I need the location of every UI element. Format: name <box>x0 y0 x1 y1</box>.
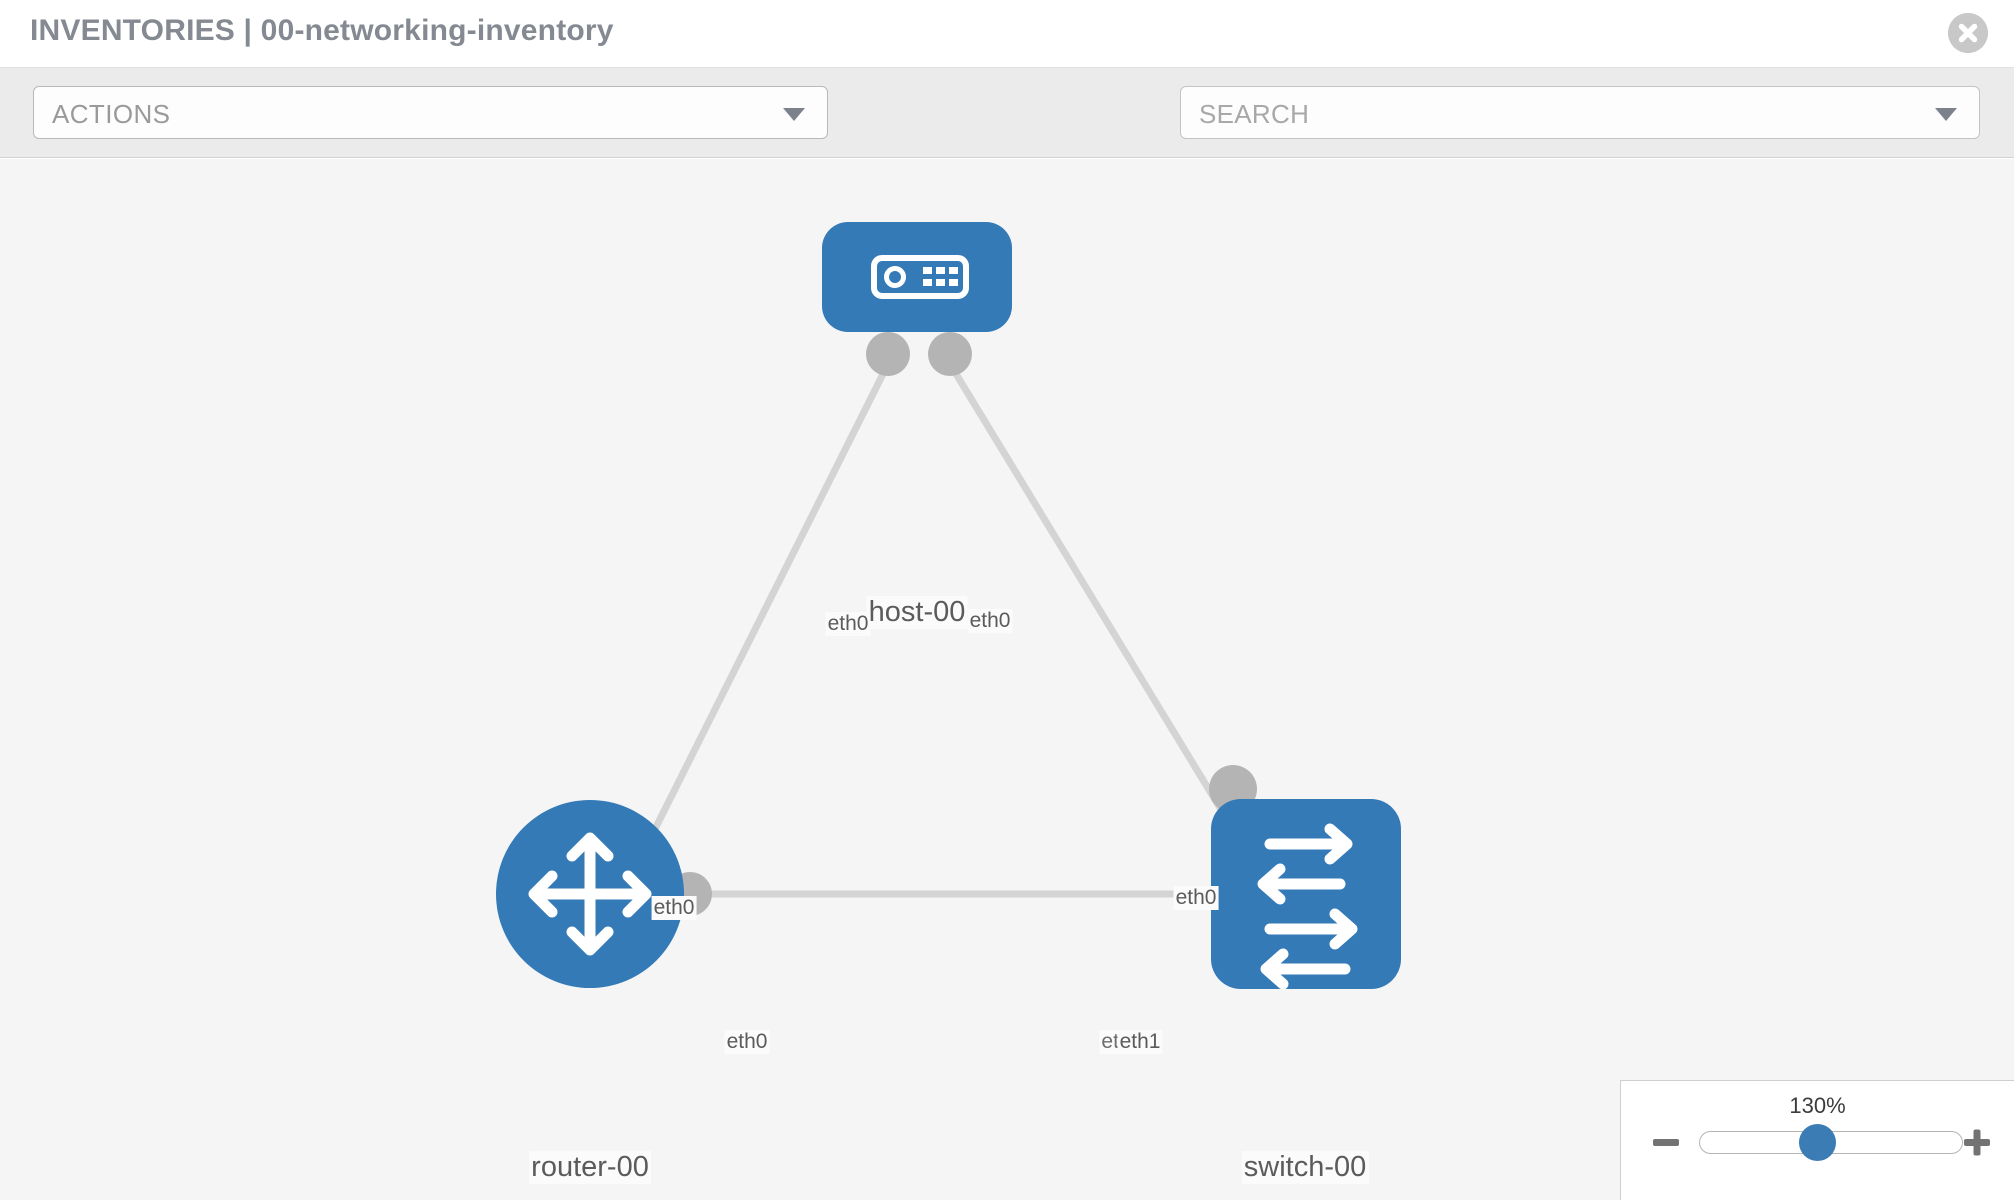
zoom-slider-thumb[interactable] <box>1799 1124 1836 1161</box>
iface-label-switch-eth0-up: eth0 <box>1173 886 1219 910</box>
plus-icon[interactable] <box>1962 1128 1992 1158</box>
iface-label-router-eth0-up: eth0 <box>651 896 697 920</box>
node-label-router-00: router-00 <box>529 1151 651 1184</box>
search-placeholder: SEARCH <box>1199 99 1310 129</box>
node-host-00[interactable] <box>822 222 1012 332</box>
link-host-router[interactable] <box>636 362 892 861</box>
node-label-host-00: host-00 <box>866 596 968 629</box>
zoom-level-value: 130% <box>1789 1093 1846 1118</box>
iface-label-switch-eth1: eth1 <box>1117 1030 1163 1054</box>
page-header: INVENTORIES | 00-networking-inventory <box>0 0 2014 68</box>
node-router-00[interactable] <box>496 800 684 988</box>
node-switch-00[interactable] <box>1211 799 1401 990</box>
node-label-switch-00: switch-00 <box>1241 1151 1369 1184</box>
iface-label-host-eth0-left: eth0 <box>825 612 871 636</box>
link-host-switch[interactable] <box>947 362 1248 851</box>
topology-graph <box>496 222 1401 990</box>
close-icon[interactable] <box>1948 13 1988 53</box>
search-input[interactable]: SEARCH <box>1180 86 1980 139</box>
topology-canvas[interactable]: host-00 router-00 switch-00 eth0 eth0 et… <box>0 159 2014 1200</box>
page-title: INVENTORIES | 00-networking-inventory <box>30 14 614 47</box>
iface-label-host-eth0-right: eth0 <box>967 609 1013 633</box>
iface-label-router-eth0-right: eth0 <box>724 1030 770 1054</box>
toolbar: ACTIONS SEARCH <box>0 68 2014 194</box>
chevron-down-icon <box>783 108 805 121</box>
actions-dropdown[interactable]: ACTIONS <box>33 86 828 139</box>
connector-dot[interactable] <box>866 332 910 376</box>
zoom-control-panel: 130% <box>1620 1080 2014 1200</box>
connector-dot[interactable] <box>928 332 972 376</box>
minus-icon[interactable] <box>1651 1128 1681 1158</box>
actions-dropdown-label: ACTIONS <box>52 99 171 129</box>
chevron-down-icon[interactable] <box>1935 108 1957 121</box>
